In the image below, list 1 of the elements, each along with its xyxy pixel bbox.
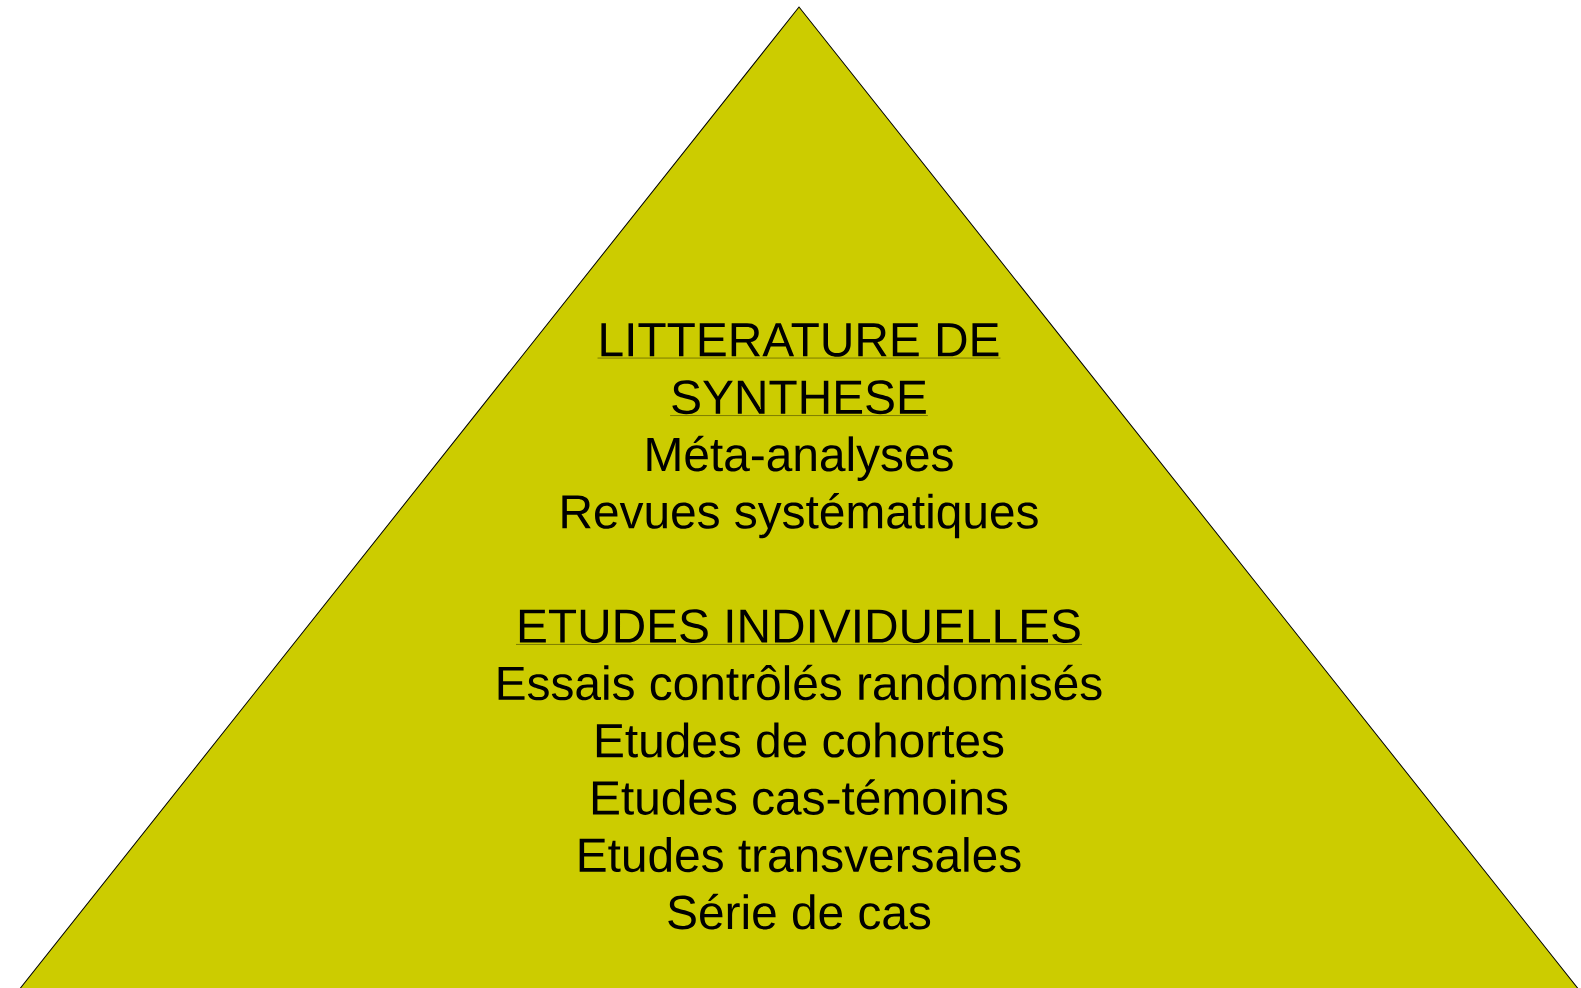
pyramid-triangle: LITTERATURE DE SYNTHESE Méta-analyses Revues systématiques ETUDES INDIVIDUELLES Essais contrôlés randomisés Etudes de cohortes Etudes cas-témoins Etudes transversales Série de cas (2, 6, 1581, 988)
